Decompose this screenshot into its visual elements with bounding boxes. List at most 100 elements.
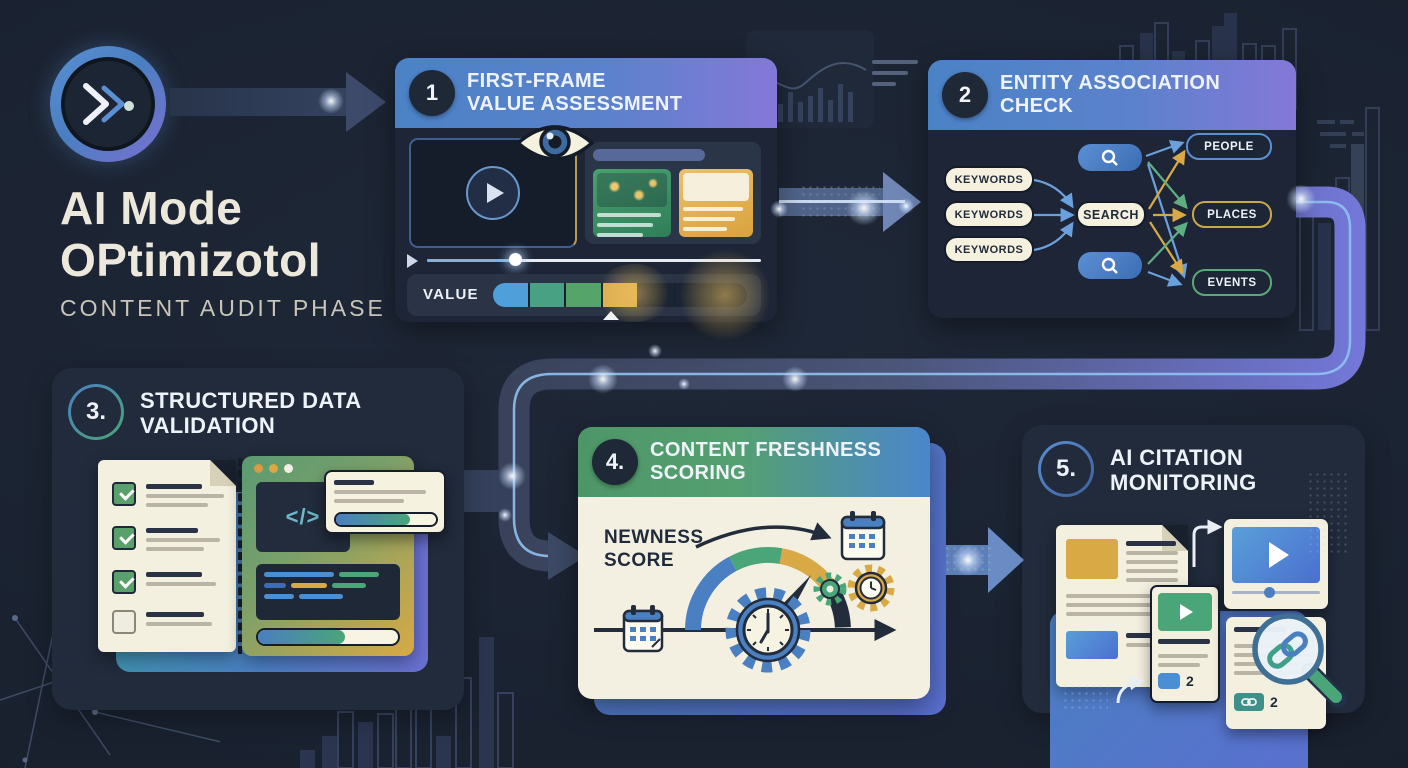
step1-number-badge: 1 [409, 70, 455, 116]
step5-panel: 5. AI CITATION MONITORING [1022, 425, 1365, 768]
step5-title: AI CITATION MONITORING [1110, 445, 1257, 495]
value-meter-label: VALUE [423, 286, 479, 303]
step3-number-badge: 3. [68, 384, 124, 440]
divider-dashed [238, 458, 242, 654]
magnifier-icon [1101, 257, 1118, 274]
entity-pill-places: PLACES [1192, 201, 1272, 228]
newness-label-line2: SCORE [604, 549, 675, 571]
decor-pixel-dots [1062, 683, 1108, 709]
code-snippet-block [256, 564, 400, 620]
step1-header: 1 FIRST-FRAME VALUE ASSESSMENT [395, 58, 777, 128]
search-icon-pill [1078, 252, 1142, 279]
step5-number-badge: 5. [1038, 441, 1094, 497]
intro-badge [50, 46, 166, 162]
checkbox-empty-icon [112, 610, 136, 634]
video-thumb-green [1158, 593, 1212, 631]
video-screen [1232, 527, 1320, 583]
step3-illustration: </> [52, 456, 464, 710]
step2-title-line1: ENTITY ASSOCIATION [1000, 72, 1221, 95]
article-image-block [1066, 539, 1118, 579]
step4-number-badge: 4. [592, 439, 638, 485]
play-icon [1180, 604, 1193, 620]
gear-small-icon [813, 572, 847, 606]
step2-title-line2: CHECK [1000, 95, 1074, 117]
gear-clock-main-icon [725, 587, 811, 673]
gear-clock-gold-icon [847, 564, 895, 612]
step4-title: CONTENT FRESHNESS SCORING [650, 439, 881, 485]
entity-mapping-arrows [1033, 140, 1188, 287]
citation-flow-arrows [1116, 519, 1223, 704]
fast-forward-icon [61, 57, 155, 151]
magnifier-link-icon [1252, 613, 1347, 708]
video-player-card [1224, 519, 1328, 609]
checkbox-checked-icon [112, 570, 136, 594]
magnifier-icon [1101, 149, 1118, 166]
headline-line2: OPtimizotol [60, 233, 322, 286]
code-glyph: </> [285, 504, 321, 529]
page-fold [1162, 525, 1188, 551]
step4-title-line1: CONTENT FRESHNESS [650, 439, 882, 462]
step1-title-line2: VALUE ASSESSMENT [467, 93, 683, 115]
step4-body: NEWNESS SCORE [578, 497, 930, 699]
serp-preview-card [585, 142, 761, 244]
headline-line1: AI Mode [60, 182, 243, 234]
step3-title: STRUCTURED DATA VALIDATION [140, 388, 362, 438]
thumbnail-image [597, 173, 667, 207]
keyword-pill: KEYWORDS [944, 236, 1034, 263]
newness-label-line1: NEWNESS [604, 527, 704, 548]
step2-title: ENTITY ASSOCIATION CHECK [1000, 72, 1220, 118]
newness-score-label: NEWNESS SCORE [604, 527, 704, 573]
timeline-play-icon [407, 254, 418, 268]
result-thumbnail-green [593, 169, 671, 237]
timeline-track [427, 259, 761, 262]
freshness-arc-arrow [695, 522, 832, 549]
decor-pixel-dots [1307, 471, 1351, 555]
step2-body: KEYWORDS KEYWORDS KEYWORDS SEARCH PEOPLE… [928, 130, 1296, 318]
eye-icon [513, 120, 597, 166]
video-badge-icon [1158, 673, 1180, 689]
calendar-icon [840, 511, 886, 561]
step5-illustration: 2 2 [1022, 503, 1365, 768]
search-pill: SEARCH [1076, 201, 1146, 228]
citation-count-badge: 2 [1234, 693, 1278, 711]
step5-title-line2: MONITORING [1110, 470, 1257, 496]
step1-title-line1: FIRST-FRAME [467, 70, 606, 93]
citation-count: 2 [1270, 694, 1278, 710]
play-icon [1268, 542, 1289, 568]
step4-panel: 4. CONTENT FRESHNESS SCORING NEWNESS SCO… [578, 427, 930, 699]
freshness-gauge-illustration [594, 511, 897, 673]
tooltip-progress-bar [334, 512, 438, 527]
checkbox-checked-icon [112, 526, 136, 550]
decor-menu-lines-icon [872, 60, 920, 93]
step2-number-badge: 2 [942, 72, 988, 118]
checklist-document [98, 460, 236, 652]
validation-tooltip-card [324, 470, 446, 534]
step5-title-line1: AI CITATION [1110, 445, 1244, 470]
window-controls-icon [254, 464, 293, 473]
result-thumbnail-gold [679, 169, 753, 237]
code-tag-icon: </> [256, 482, 350, 552]
step3-title-line1: STRUCTURED DATA [140, 388, 362, 413]
keyword-pill: KEYWORDS [944, 201, 1034, 228]
checkbox-checked-icon [112, 482, 136, 506]
entity-pill-people: PEOPLE [1186, 133, 1272, 160]
thumbnail-image [683, 173, 749, 201]
step2-header: 2 ENTITY ASSOCIATION CHECK [928, 60, 1296, 130]
timeline-progress [427, 259, 515, 262]
step4-header: 4. CONTENT FRESHNESS SCORING [578, 427, 930, 497]
video-progress-dot [1264, 587, 1275, 598]
video-count-badge: 2 [1158, 673, 1194, 689]
validation-progress-bar [256, 628, 400, 646]
play-button-icon [466, 166, 520, 220]
step4-title-line2: SCORING [650, 462, 747, 484]
entity-pill-events: EVENTS [1192, 269, 1272, 296]
step2-panel: 2 ENTITY ASSOCIATION CHECK [928, 60, 1296, 318]
step1-title: FIRST-FRAME VALUE ASSESSMENT [467, 70, 682, 116]
link-badge-icon [1234, 693, 1264, 711]
article-image-block [1066, 631, 1118, 659]
keyword-pill: KEYWORDS [944, 166, 1034, 193]
search-icon-pill [1078, 144, 1142, 171]
video-result-card-small: 2 [1150, 585, 1220, 703]
